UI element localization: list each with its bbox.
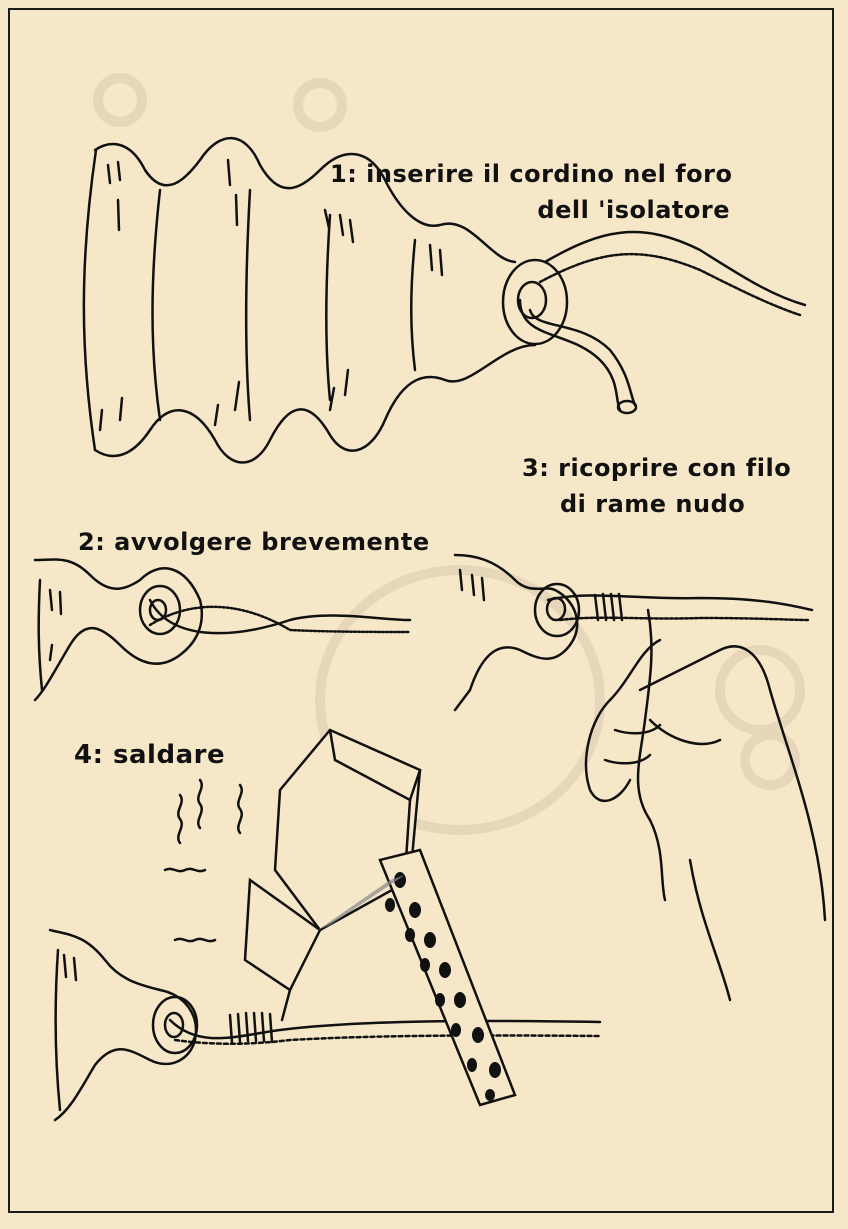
- step4-label: 4: saldare: [74, 740, 225, 770]
- insulator-step3: [455, 555, 825, 1000]
- step1-label-line2: dell 'isolatore: [330, 196, 730, 224]
- insulator-step4: [50, 730, 600, 1120]
- step1-label-line1: 1: inserire il cordino nel foro: [330, 160, 730, 188]
- insulator-step2: [35, 559, 410, 700]
- step2-label: 2: avvolgere brevemente: [78, 528, 430, 556]
- step3-label-line1: 3: ricoprire con filo: [522, 454, 791, 482]
- step3-label-line2: di rame nudo: [560, 490, 745, 518]
